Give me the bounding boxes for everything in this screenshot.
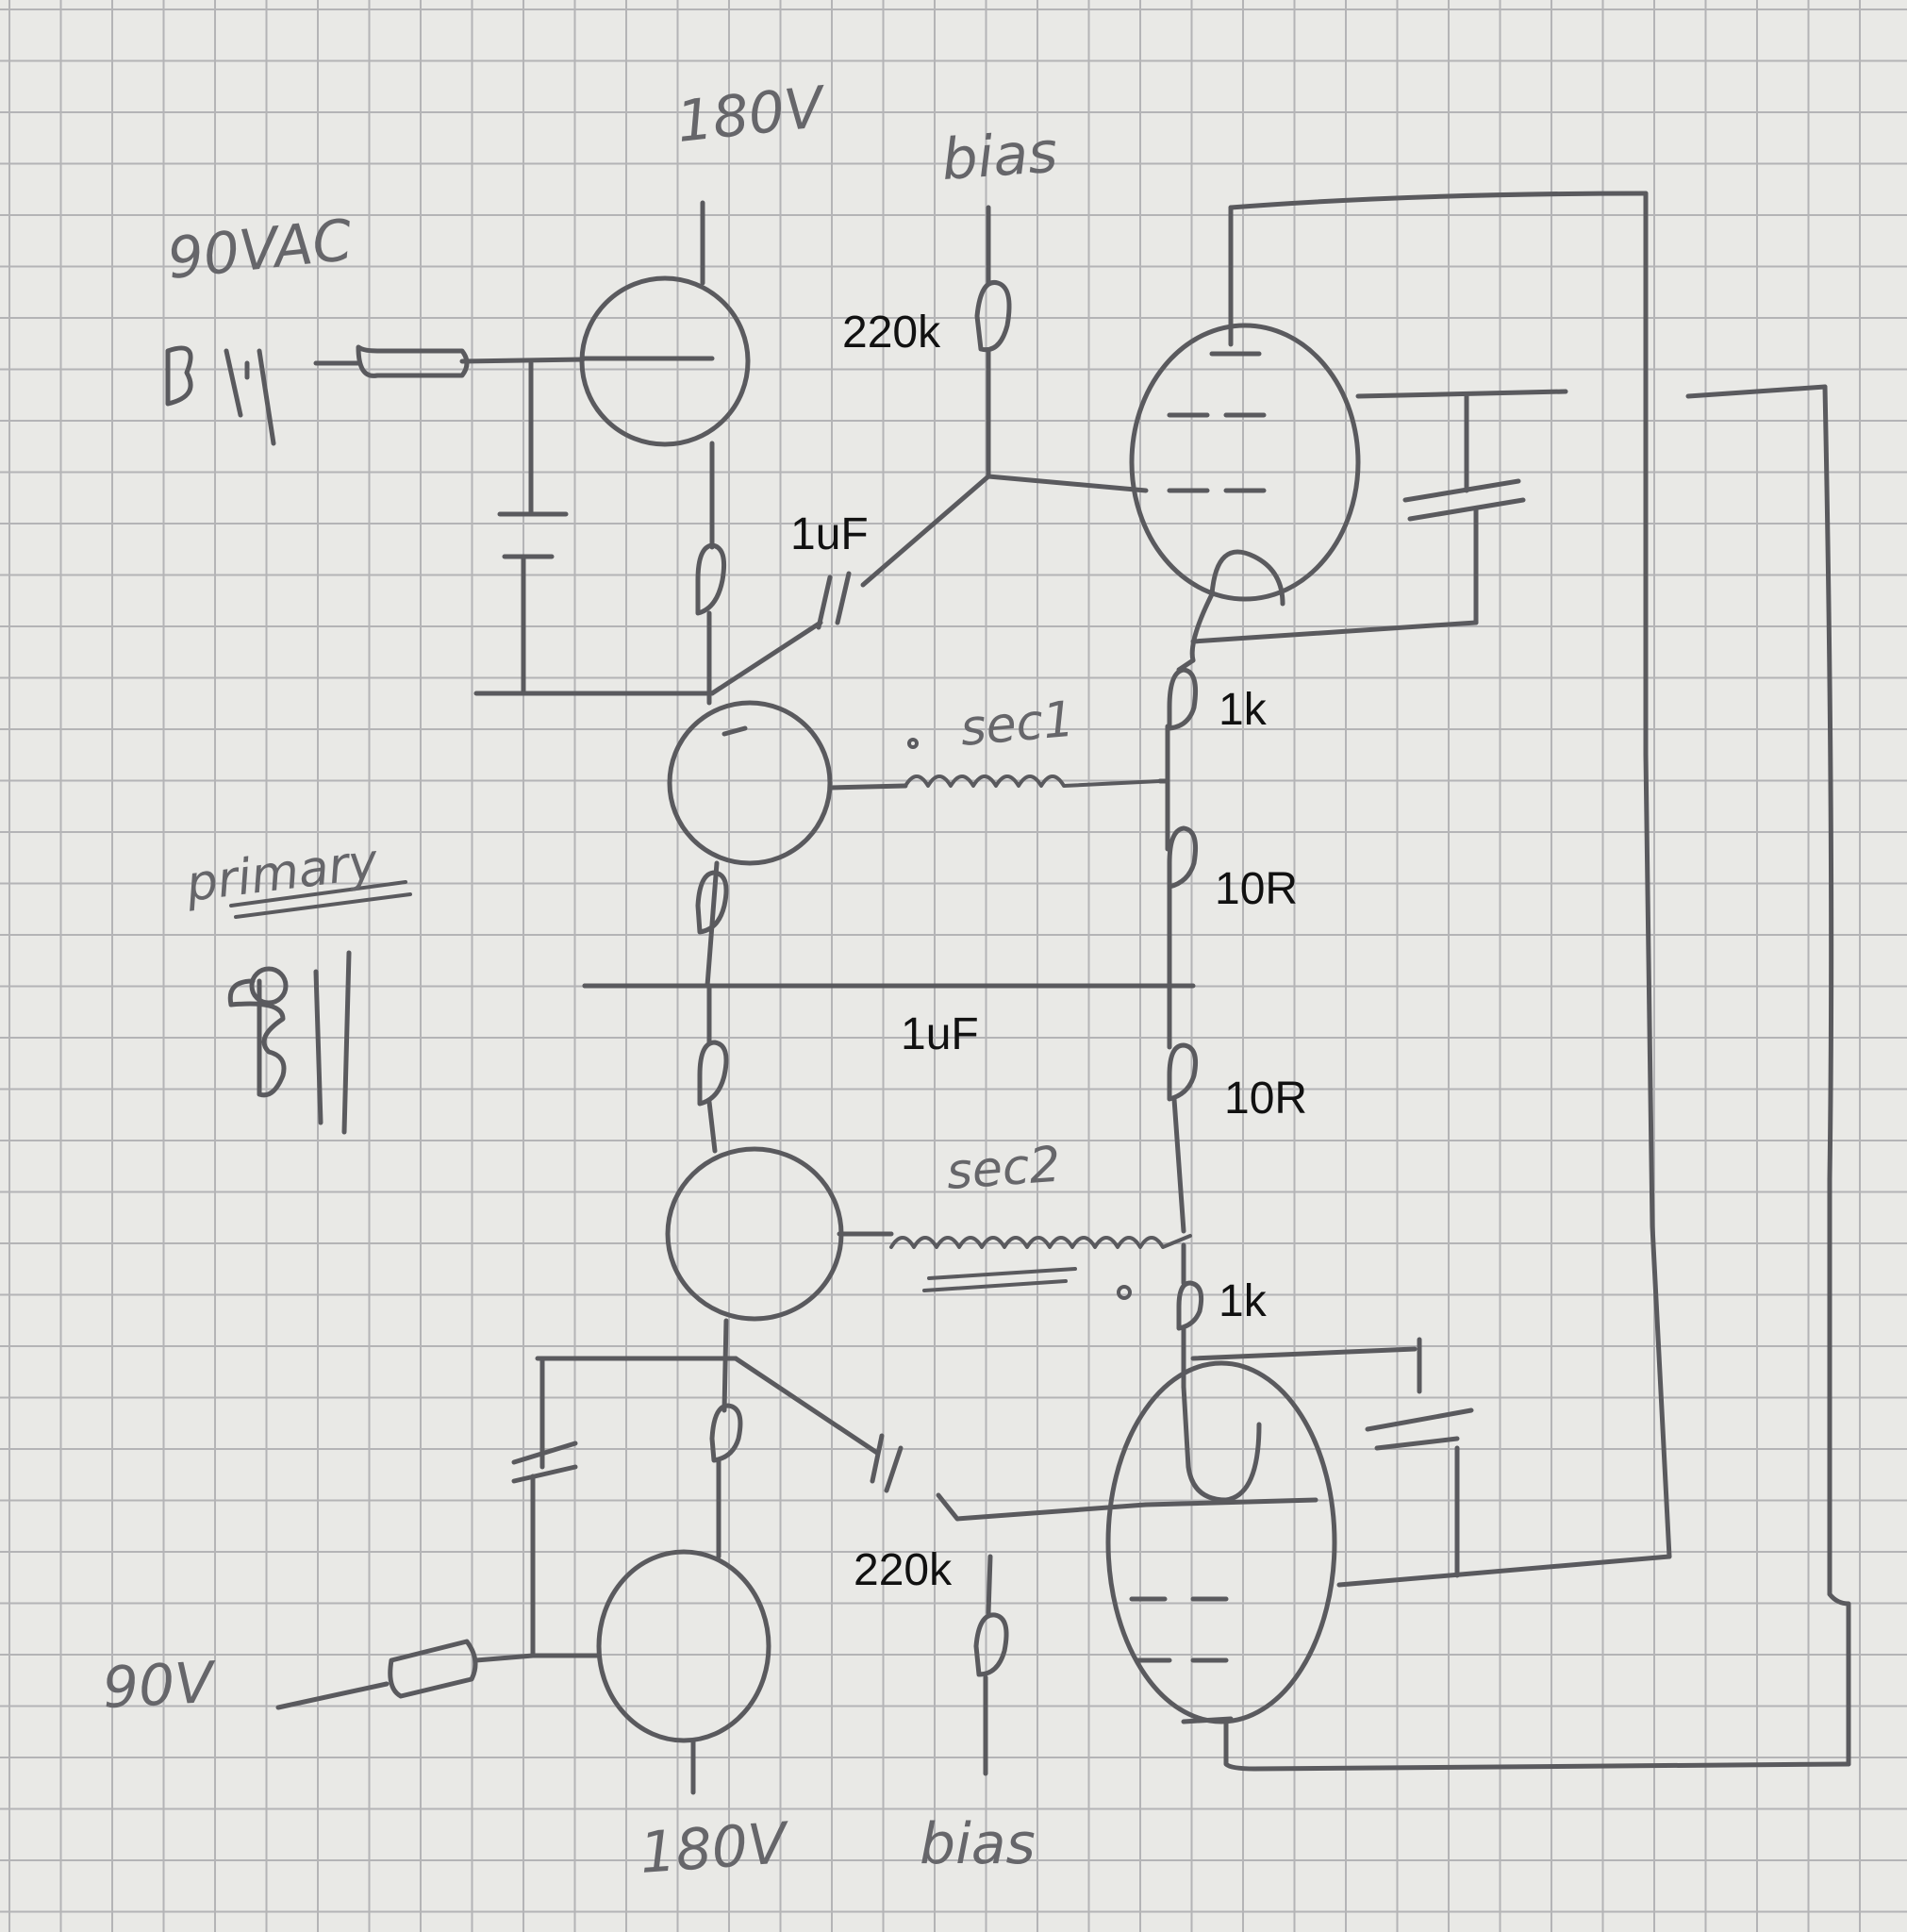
sec2-winding-core (665, 1146, 1192, 1322)
label-c-top-1uF: 1uF (790, 509, 869, 559)
lower-output-tube (1105, 1360, 1851, 1772)
top-input-network (313, 344, 715, 696)
bottom-bias-resistor-220k (973, 1554, 1009, 1776)
primary-winding-symbol (227, 880, 412, 1135)
bottom-left-resistor (709, 1318, 743, 1559)
label-r-lower-10R: 10R (1224, 1074, 1307, 1124)
label-sec2: sec2 (945, 1137, 1063, 1201)
left-lower-resistor (697, 983, 729, 1154)
label-bottom-bias: bias (920, 1811, 1036, 1877)
bottom-coupling-capacitor (733, 1356, 1149, 1522)
label-c-mid-1uF: 1uF (901, 1009, 979, 1059)
top-coupling-capacitor-1uF (709, 474, 991, 696)
top-driver-transistor (579, 200, 751, 531)
label-bottom-supply: 180V (638, 1810, 792, 1887)
label-top-input: 90VAC (164, 208, 356, 292)
bottom-left-junction (511, 1356, 738, 1658)
lower-right-resistor-1k (1176, 1242, 1204, 1390)
upper-output-tube (1129, 191, 1649, 663)
label-r-upper-1k: 1k (1219, 685, 1268, 735)
sec1-winding-core (667, 700, 1170, 866)
label-r-top-220k: 220k (842, 308, 941, 358)
left-mid-resistor (695, 860, 729, 989)
upper-bypass-capacitor (1190, 393, 1526, 644)
label-r-bottom-220k: 220k (854, 1545, 953, 1595)
feedback-loop-outer (1643, 191, 1672, 1559)
upper-right-resistor-10R (1167, 825, 1199, 989)
upper-right-resistor-1k (1165, 658, 1199, 852)
bottom-input-network (275, 1639, 536, 1710)
label-sec1: sec1 (958, 691, 1077, 758)
label-r-upper-10R: 10R (1215, 864, 1298, 914)
label-top-bias: bias (939, 120, 1059, 193)
label-bottom-input: 90V (101, 1650, 219, 1722)
label-top-supply: 180V (673, 75, 830, 156)
feedback-loop-inner (1685, 384, 1851, 1767)
top-input-transformer-symbol (165, 345, 276, 446)
top-bias-resistor-220k (974, 205, 1149, 493)
top-resistor-chain (695, 525, 727, 706)
lower-right-resistor-10R (1167, 983, 1199, 1234)
label-r-lower-1k: 1k (1219, 1276, 1268, 1326)
bottom-driver-transistor (530, 1549, 771, 1795)
lower-bypass-capacitor (1190, 1337, 1474, 1578)
